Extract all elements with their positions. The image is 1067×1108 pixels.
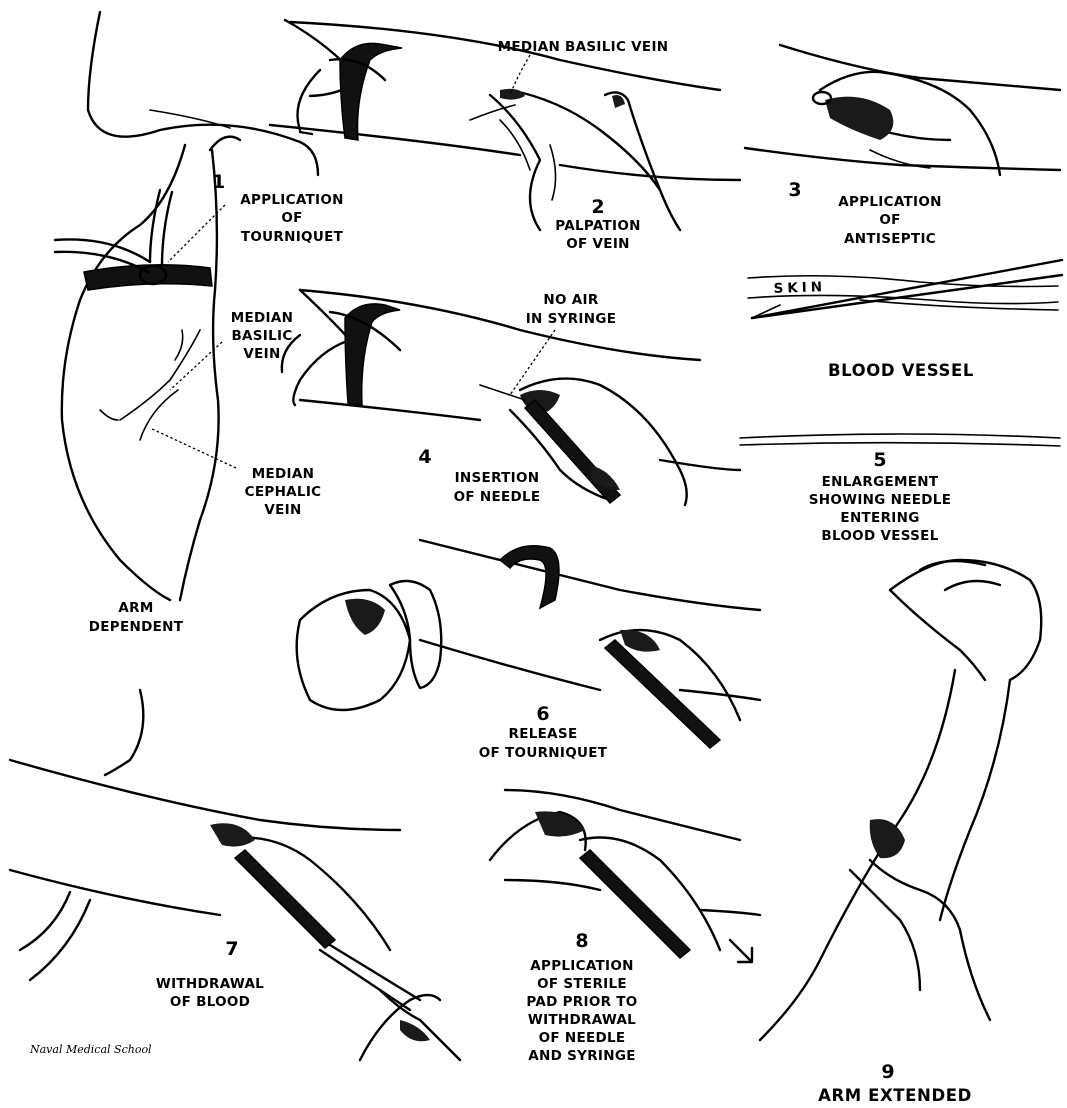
step-5-line-3: ENTERING xyxy=(840,510,919,526)
step-6-line-2: OF TOURNIQUET xyxy=(479,745,608,761)
median-basilic-side-3: VEIN xyxy=(243,346,280,362)
median-basilic-side-1: MEDIAN xyxy=(231,310,293,326)
step-1-line-2: OF xyxy=(281,210,302,226)
step-1-line-3: TOURNIQUET xyxy=(241,229,344,245)
step-6-line-1: RELEASE xyxy=(509,726,578,742)
median-cephalic-1: MEDIAN xyxy=(252,466,314,482)
step-1-line-1: APPLICATION xyxy=(240,192,343,208)
step-8-number: 8 xyxy=(575,930,588,952)
median-basilic-side-2: BASILIC xyxy=(231,328,292,344)
median-cephalic-3: VEIN xyxy=(264,502,301,518)
skin-label: SKIN xyxy=(773,279,826,297)
arm-dependent-2: DEPENDENT xyxy=(89,619,184,635)
step-5-line-1: ENLARGEMENT xyxy=(822,474,939,490)
step-5-line-2: SHOWING NEEDLE xyxy=(809,492,951,508)
step-9-line-1: ARM EXTENDED xyxy=(818,1086,972,1105)
panel-6-release xyxy=(297,540,760,748)
step-8-line-6: AND SYRINGE xyxy=(528,1048,635,1064)
step-8-line-1: APPLICATION xyxy=(530,958,633,974)
step-8-line-2: OF STERILE xyxy=(537,976,627,992)
step-3-line-2: OF xyxy=(879,212,900,228)
step-2-number: 2 xyxy=(591,196,604,218)
step-4-line-1: INSERTION xyxy=(455,470,540,486)
step-8-line-4: WITHDRAWAL xyxy=(528,1012,636,1028)
step-5-number: 5 xyxy=(873,449,886,471)
step-7-line-2: OF BLOOD xyxy=(170,994,250,1010)
panel-3-antiseptic xyxy=(745,45,1060,175)
step-5-line-4: BLOOD VESSEL xyxy=(821,528,938,544)
step-6-number: 6 xyxy=(536,703,549,725)
step-7-number: 7 xyxy=(225,938,238,960)
step-2-line-2: OF VEIN xyxy=(566,236,630,252)
step-7-line-1: WITHDRAWAL xyxy=(156,976,264,992)
step-3-number: 3 xyxy=(788,179,801,201)
panel-9-arm-extended xyxy=(760,560,1041,1040)
step-4-number: 4 xyxy=(418,446,431,468)
step-2-line-1: PALPATION xyxy=(555,218,640,234)
step-9-number: 9 xyxy=(881,1061,894,1083)
panel-8-sterile-pad xyxy=(490,790,760,962)
step-8-line-5: OF NEEDLE xyxy=(539,1030,626,1046)
no-air-1: NO AIR xyxy=(543,292,598,308)
step-3-line-1: APPLICATION xyxy=(838,194,941,210)
step-8-line-3: PAD PRIOR TO xyxy=(526,994,637,1010)
step-1-number: 1 xyxy=(212,171,225,193)
step-3-line-3: ANTISEPTIC xyxy=(844,231,936,247)
step-4-line-2: OF NEEDLE xyxy=(454,489,541,505)
credit-signature: Naval Medical School xyxy=(29,1043,152,1056)
no-air-2: IN SYRINGE xyxy=(526,311,617,327)
median-basilic-top: MEDIAN BASILIC VEIN xyxy=(498,39,669,55)
median-cephalic-2: CEPHALIC xyxy=(245,484,322,500)
arm-dependent-1: ARM xyxy=(118,600,153,616)
blood-vessel-label: BLOOD VESSEL xyxy=(828,361,974,380)
